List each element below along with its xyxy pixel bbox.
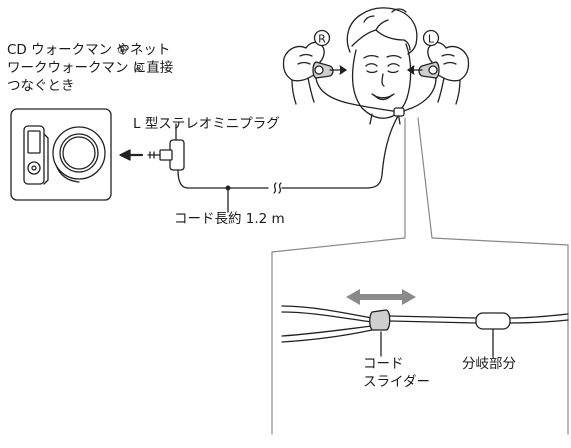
cd-player-icon: [52, 126, 106, 183]
cd-walkman-label-line1: CD ウォークマン ® やネット: [7, 42, 170, 59]
branch-part-label: 分岐部分: [462, 356, 516, 372]
cd-walkman-label-line2: ワークウォークマン ® に直接: [7, 60, 173, 77]
l-plug: [147, 123, 185, 171]
cd-walkman-text: CD ウォークマン: [7, 42, 113, 58]
l-plug-label: L 型ステレオミニプラグ: [133, 116, 280, 132]
net-walkman-text-a: やネット: [116, 42, 171, 58]
cord-length-label: コード長約 1.2 m: [174, 211, 285, 227]
direct-connect-text: に直接: [132, 60, 174, 76]
registered-mark-1: ®: [116, 43, 129, 57]
double-arrow-icon: [346, 289, 416, 305]
portable-player-icon: [23, 125, 49, 185]
registered-mark-2: ®: [132, 61, 145, 75]
zoomed-cords: [281, 305, 569, 357]
listener-head: [346, 7, 418, 125]
right-ear-hand: [282, 41, 399, 113]
cd-walkman-label-line3: つなぐとき: [7, 78, 75, 94]
cord-slider-label-line2: スライダー: [363, 374, 430, 390]
cord-slider-label-line1: コード: [363, 356, 404, 372]
left-ear-hand: [399, 41, 470, 113]
zoom-callout: [271, 117, 569, 435]
arrow-left-icon: [119, 149, 144, 161]
network-walkman-text: ワークウォークマン: [7, 60, 129, 76]
right-marker: R: [318, 33, 326, 46]
left-marker: L: [428, 33, 435, 46]
